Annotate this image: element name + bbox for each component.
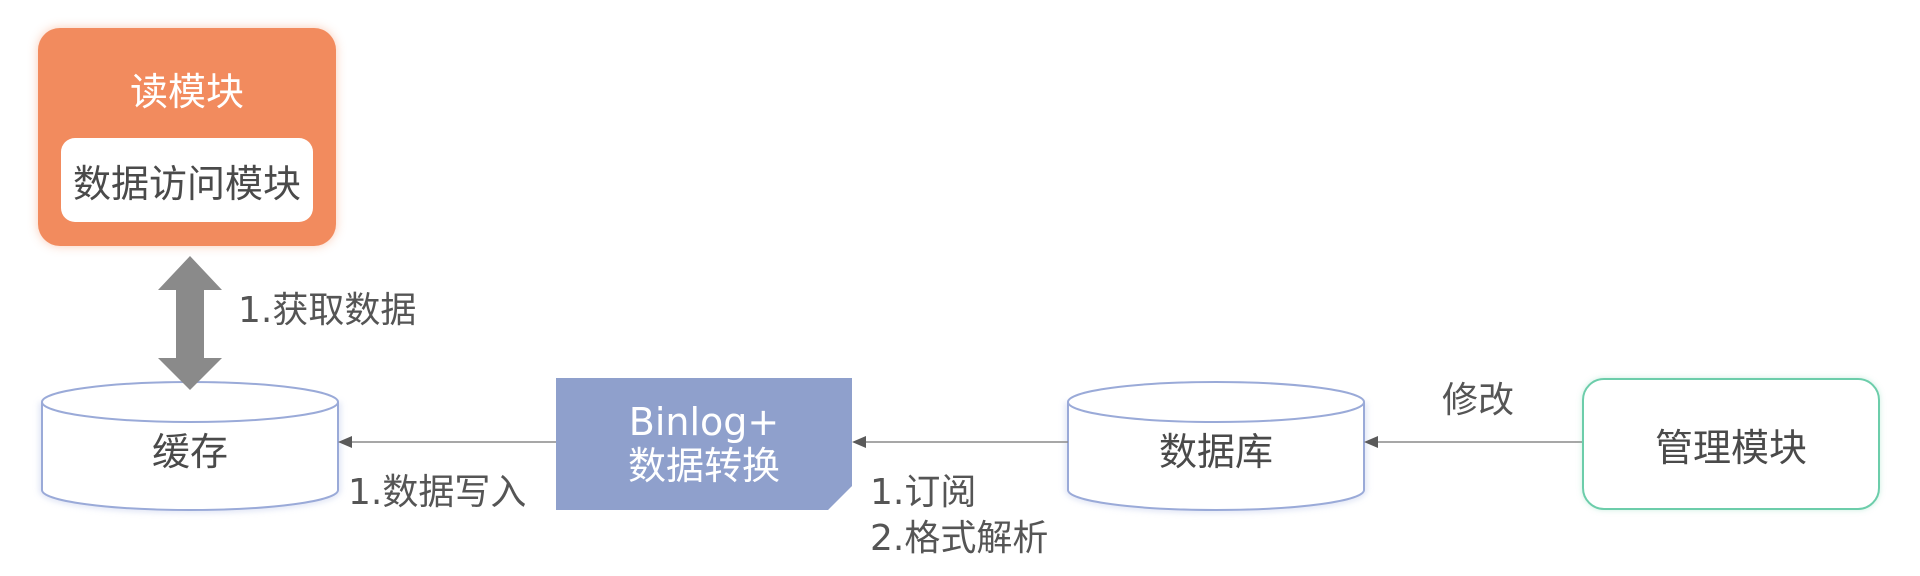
cache-label: 缓存	[151, 430, 228, 474]
binlog-conversion-box: Binlog+ 数据转换	[556, 378, 852, 510]
database-label: 数据库	[1158, 430, 1273, 474]
binlog-subtitle: 数据转换	[627, 444, 780, 488]
manage-module: 管理模块	[1582, 378, 1880, 510]
read-module-title: 读模块	[129, 70, 244, 114]
database-cylinder	[1065, 381, 1367, 513]
arrow-database-to-binlog	[852, 436, 1068, 448]
double-arrow-icon	[158, 256, 222, 390]
edge-label-modify: 修改	[1442, 380, 1515, 421]
edge-label-write-data: 1.数据写入	[348, 472, 527, 513]
edge-label-parse-format: 2.格式解析	[870, 518, 1049, 559]
edge-label-subscribe: 1.订阅	[870, 472, 977, 513]
data-access-module: 数据访问模块	[61, 138, 313, 222]
cache-cylinder	[39, 381, 341, 513]
arrow-manage-to-database	[1364, 436, 1582, 448]
binlog-title: Binlog+	[628, 400, 780, 444]
arrow-binlog-to-cache	[338, 436, 556, 448]
read-module: 读模块 数据访问模块	[38, 28, 336, 246]
edge-label-get-data: 1.获取数据	[238, 290, 417, 331]
